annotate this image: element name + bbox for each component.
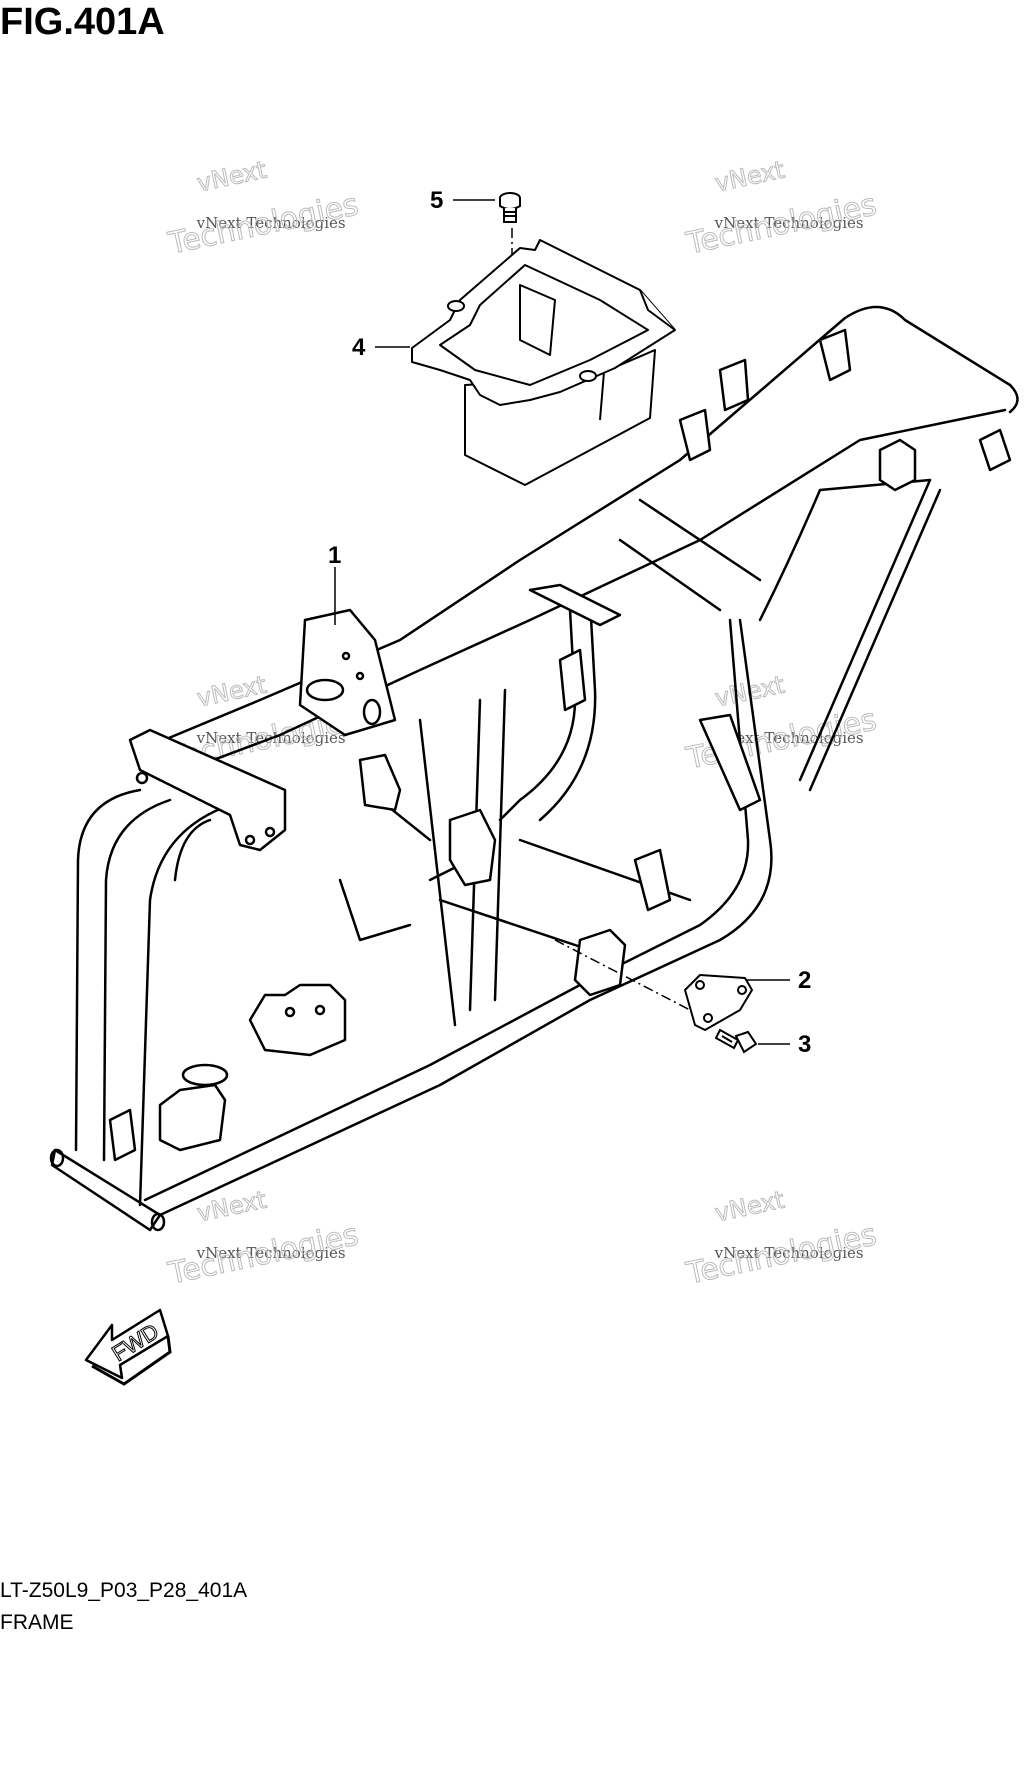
watermark-top: vNext: [713, 1186, 787, 1228]
watermark-top: vNext: [195, 156, 269, 198]
watermark-large: Technologies: [683, 1217, 880, 1292]
watermark-small: vNext Technologies: [714, 214, 864, 232]
figure-caption: FRAME: [0, 1611, 74, 1634]
figure-code: LT-Z50L9_P03_P28_401A: [0, 1579, 248, 1602]
watermark-top: vNext: [195, 671, 269, 713]
forward-direction-arrow: FWD: [84, 1308, 172, 1386]
watermark-small: vNext Technologies: [196, 214, 346, 232]
watermark-large: Technologies: [165, 187, 362, 262]
figure-title: FIG.401A: [0, 1, 165, 43]
callout-4: 4: [352, 334, 366, 361]
watermark-small: vNext Technologies: [714, 1244, 864, 1262]
callout-leaders: [334, 199, 790, 1045]
callout-1: 1: [328, 542, 341, 569]
callout-2: 2: [798, 967, 811, 994]
callout-3: 3: [798, 1031, 811, 1058]
watermark-large: Technologies: [165, 1217, 362, 1292]
frame-part-1: [49, 305, 1019, 1232]
callout-5: 5: [430, 187, 443, 214]
battery-box-part-4: [411, 239, 676, 486]
bolt-part-3: [714, 1028, 758, 1054]
watermark-top: vNext: [713, 156, 787, 198]
watermark-top: vNext: [195, 1186, 269, 1228]
watermark-large: Technologies: [683, 187, 880, 262]
watermark-small: vNext Technologies: [714, 729, 864, 747]
watermark-small: vNext Technologies: [196, 1244, 346, 1262]
plate-part-2: [684, 974, 753, 1031]
bolt-part-5: [499, 192, 521, 223]
